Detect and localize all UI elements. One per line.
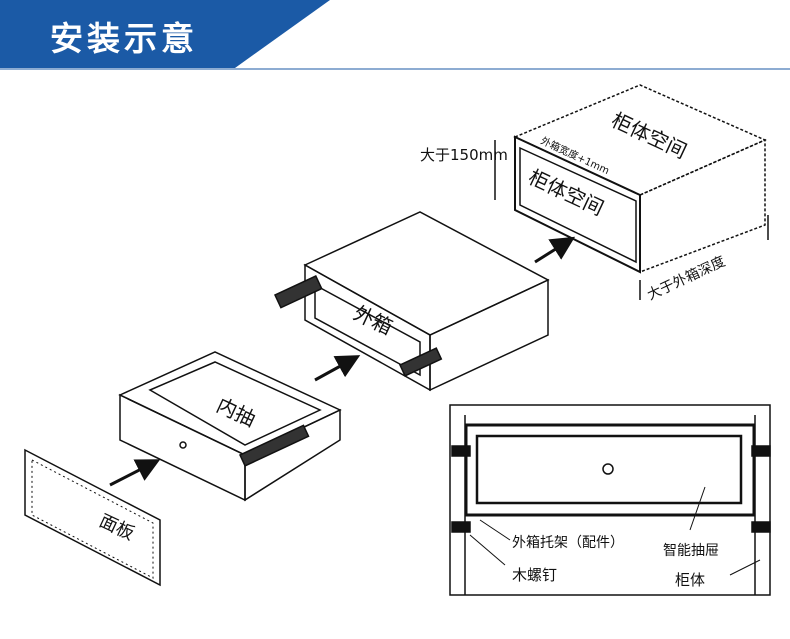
page-title: 安装示意 (50, 19, 198, 58)
wood-screw-label: 木螺钉 (512, 566, 557, 584)
inner-drawer-label: 内抽 (213, 393, 259, 432)
cabinet-space-box (494, 84, 769, 300)
smart-drawer-label: 智能抽屉 (663, 543, 719, 559)
arrow-icon (314, 355, 361, 382)
cabinet-front-view (449, 404, 771, 596)
front-panel (24, 448, 161, 587)
title-banner (0, 0, 790, 70)
depth-requirement-label: 大于外箱深度 (645, 254, 728, 304)
cabinet-label: 柜体 (675, 571, 705, 589)
outer-box-label: 外箱 (350, 301, 396, 340)
height-requirement-label: 大于150mm (420, 146, 508, 164)
arrow-icon (109, 459, 161, 487)
panel-label: 面板 (96, 510, 138, 544)
inner-drawer (118, 351, 342, 502)
arrow-icon (534, 236, 576, 264)
bracket-label: 外箱托架（配件） (512, 535, 624, 551)
outer-box (274, 211, 550, 392)
cabinet-space-top-label: 柜体空间 (608, 108, 691, 164)
